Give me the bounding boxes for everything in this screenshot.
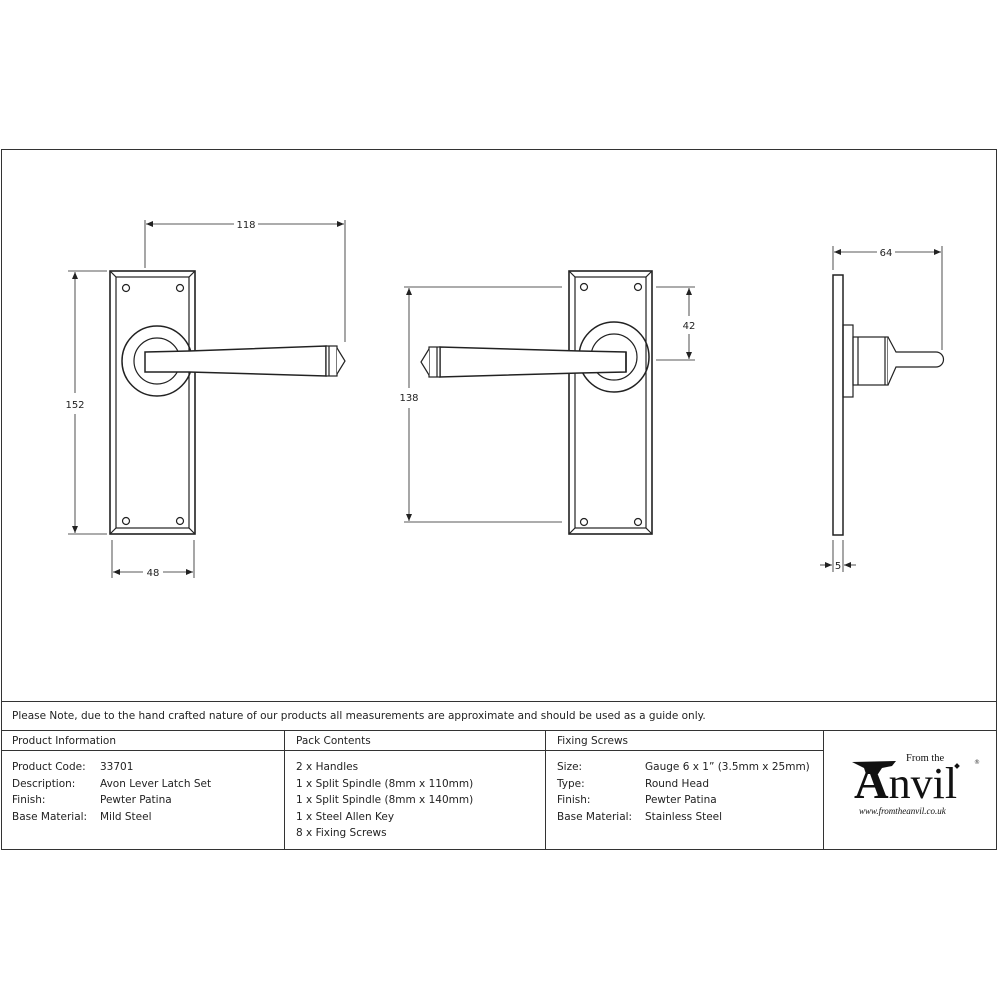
dim-depth: 64 <box>880 248 893 259</box>
pack-item: 1 x Steel Allen Key <box>296 810 395 823</box>
logo-anvil-initial: A <box>854 756 889 809</box>
screw-label: Base Material: <box>557 810 633 823</box>
screw-row-type: Type: Round Head <box>557 776 823 793</box>
info-value: Pewter Patina <box>100 794 172 807</box>
screw-label: Size: <box>557 761 583 773</box>
fixing-screws-section: Fixing Screws Size: Gauge 6 x 1” (3.5mm x… <box>545 731 823 850</box>
logo-anvil-wordmark: Anvil <box>854 759 958 808</box>
fixing-screws-heading: Fixing Screws <box>546 731 823 751</box>
from-the-anvil-logo: From the Anvil ® www.fromtheanvil.co.uk <box>824 731 997 850</box>
front-view <box>68 220 346 578</box>
pack-item: 1 x Split Spindle (8mm x 140mm) <box>296 794 474 807</box>
pack-contents-section: Pack Contents 2 x Handles 1 x Split Spin… <box>284 731 545 850</box>
info-value: Mild Steel <box>100 810 152 823</box>
logo-anvil-rest: nvil <box>888 759 958 808</box>
product-information-heading: Product Information <box>1 731 284 751</box>
anvil-icon <box>852 761 896 774</box>
info-row-description: Description: Avon Lever Latch Set <box>12 776 284 793</box>
screw-value: Gauge 6 x 1” (3.5mm x 25mm) <box>645 761 810 773</box>
pack-item: 2 x Handles <box>296 761 359 773</box>
screw-row-finish: Finish: Pewter Patina <box>557 792 823 809</box>
screw-label: Type: <box>557 777 585 790</box>
dim-rose-offset: 42 <box>683 321 696 332</box>
side-view <box>820 246 945 572</box>
info-value: 33701 <box>100 761 134 773</box>
rear-view <box>404 270 695 535</box>
info-value: Avon Lever Latch Set <box>100 777 212 790</box>
registered-mark: ® <box>974 759 980 766</box>
info-row-base-material: Base Material: Mild Steel <box>12 809 284 826</box>
pack-item: 1 x Split Spindle (8mm x 110mm) <box>296 777 474 790</box>
info-row-finish: Finish: Pewter Patina <box>12 792 284 809</box>
screw-value: Pewter Patina <box>645 794 717 807</box>
pack-item: 8 x Fixing Screws <box>296 827 387 840</box>
screw-label: Finish: <box>557 794 591 807</box>
dim-plate-height: 152 <box>65 400 84 411</box>
info-label: Description: <box>12 777 76 790</box>
screw-value: Round Head <box>645 777 710 790</box>
screw-row-size: Size: Gauge 6 x 1” (3.5mm x 25mm) <box>557 759 823 776</box>
screw-row-base-material: Base Material: Stainless Steel <box>557 809 823 826</box>
dim-lever-projection: 118 <box>236 220 255 231</box>
info-label: Product Code: <box>12 761 86 773</box>
screw-value: Stainless Steel <box>645 810 723 823</box>
pack-contents-heading: Pack Contents <box>285 731 545 751</box>
logo-url: www.fromtheanvil.co.uk <box>859 806 946 816</box>
logo-from-the: From the <box>906 753 945 764</box>
measurement-note: Please Note, due to the hand crafted nat… <box>1 701 997 731</box>
drawing-frame <box>1 149 997 850</box>
product-information-section: Product Information Product Code: 33701 D… <box>1 731 284 850</box>
info-row-product-code: Product Code: 33701 <box>12 759 284 776</box>
info-label: Finish: <box>12 794 46 807</box>
technical-drawing: 118 152 48 138 42 64 5 <box>65 220 945 579</box>
brand-logo-section: From the Anvil ® www.fromtheanvil.co.uk <box>823 731 997 850</box>
dim-plate-thickness: 5 <box>835 561 841 572</box>
product-info-table: Product Information Product Code: 33701 D… <box>1 730 997 850</box>
info-label: Base Material: <box>12 810 88 823</box>
dim-plate-width: 48 <box>147 568 160 579</box>
dim-spindle-height: 138 <box>399 393 418 404</box>
